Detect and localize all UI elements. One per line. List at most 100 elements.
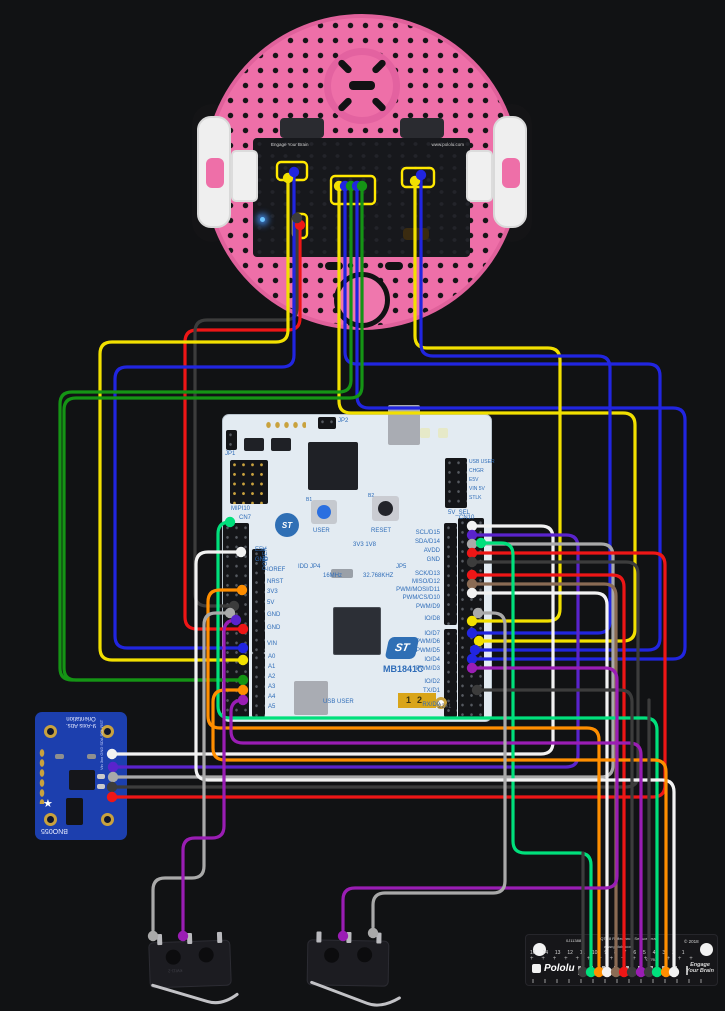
right-wheel [493,116,527,228]
qtr-pad-row [578,966,688,975]
mounting-hole [700,943,713,956]
cn10-morpho-header [458,518,484,718]
wire-white-to-qtr [472,591,609,968]
b1-label: B1 [306,497,313,503]
switch-pin [346,931,352,944]
caster-slot [336,58,354,75]
chassis-slot [385,262,403,270]
pin-label: IOREF [267,567,286,573]
qtr-title: QTR8 Reflectance Sensor Array [600,936,658,941]
qtr-url: www.pololu.com [604,944,633,949]
pin-label: VIN [267,641,278,647]
chassis-slot [325,262,343,270]
regulator-chip [66,798,83,825]
pin-label: E5V [255,547,267,553]
jp1-label: JP1 [225,451,236,457]
romi-url: www.pololu.com [431,142,464,147]
wire-gray-to-switch1 [151,611,232,932]
mounting-hole [44,725,57,738]
cn10-label: CN10 [459,515,475,521]
capacitor [97,774,105,779]
switch-hole [198,947,214,963]
romi-control-board: Engage Your Brain www.pololu.com [253,138,470,257]
mounting-hole [44,813,57,826]
mipi10-label: MIPI10 [231,506,251,512]
right-wheel-hub [502,158,520,188]
pin-label: GND [255,557,269,563]
user-button-cap [317,505,331,519]
bno055-title: 9-Axis Abs. Orientation [41,714,121,728]
switch-hole [165,949,182,965]
bottom-caster [334,272,390,328]
right-gearbox [400,118,444,138]
jp3-header [445,458,467,508]
qtr-slogan-line2: Your Brain [686,968,714,974]
capacitor [87,754,96,759]
pin-label: PWM/D9 [416,604,440,610]
pin-label: SCL/D15 [415,530,440,536]
power-led [260,217,265,222]
wire-red-to-qtr [472,573,626,968]
bno055-pin-labels: Vin 3vo GND SDA SCL RST [99,719,104,770]
idd-jp4-label: IDD JP4 [298,564,321,570]
qtr-ctrl-label: CTRL [646,957,657,962]
limit-switch-left: KW11-2 [148,931,239,1005]
pin-label: IO/D7 [424,631,440,637]
switch-hole [324,947,340,963]
pin-label: TX/D1 [422,688,440,694]
capacitor [55,754,64,759]
st-round-logo: ST [275,513,299,537]
pin-label: A1 [268,664,276,670]
mipi10-connector [230,460,268,504]
stlink-mcu-chip [308,442,358,490]
cn7-morpho-header [223,523,249,719]
wire-sgreen-cn10-to-qtr [481,541,593,968]
bno055-part-label: BNO055 [41,827,68,835]
code-label: 2241 [438,704,452,710]
pin-label: IO/D2 [424,679,440,685]
jp3-option: CHGR [469,468,484,474]
jp5-label: JP5 [396,564,407,570]
pin-label: PWM/MOSI/D11 [396,587,440,593]
switch-pin [376,932,382,944]
right-motor-clip [466,150,493,202]
pin-label: PWM/D6 [416,639,440,645]
qtr-sensor-array: 0J11388 QTR8 Reflectance Sensor Array ww… [525,934,718,986]
analog-header [252,653,265,717]
jp3-option: STLK [469,495,482,501]
caster-slot [349,81,375,90]
switch-pin [186,932,193,945]
pin-label: PWM/D5 [416,648,440,654]
pin-label: A3 [268,684,276,690]
caster-slot [370,96,388,113]
pin-label: SCK/D13 [414,571,440,577]
switch-hole [357,947,373,963]
jp3-option: VIN 5V [469,486,485,492]
small-ic [244,438,264,451]
pin-label: AVDD [423,548,440,554]
romi-slogan: Engage Your Brain [271,142,309,147]
romi-component [403,228,429,240]
caster-slot [370,58,388,75]
wire-dark-d2-to-qtr [477,688,634,968]
limit-switch-right [306,931,401,1007]
caster-housing [324,48,400,124]
small-ic [271,438,291,451]
pololu-logo-icon [532,964,541,973]
jp2-label: JP2 [338,418,349,424]
jp3-option: E5V [469,477,479,483]
cn2-pads [264,419,306,431]
bno055-chip [69,770,95,790]
pololu-logo-text: Pololu [544,963,575,974]
usb-user-connector [294,681,328,715]
bno055-sensor-board: 9-Axis Abs. Orientation BNO055 Vin 3vo G… [35,712,127,840]
caster-slot [336,96,354,113]
pin-label: GND [426,557,440,563]
qtr-slogan: Engage Your Brain [684,962,716,974]
adafruit-star-logo: ★ [43,798,53,810]
pin-label: A5 [268,704,276,710]
pin-label: RX/D0 [422,702,440,708]
jp2-jumper [318,417,336,429]
target-mcu-chip [333,607,381,655]
